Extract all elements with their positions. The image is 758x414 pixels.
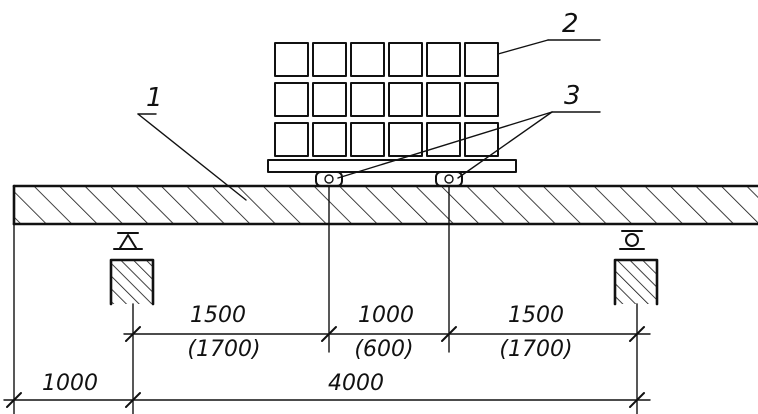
dim-seg-left-alt: (1700) (187, 337, 260, 362)
cargo-box (312, 122, 347, 157)
cargo-box (350, 122, 385, 157)
cargo-box (274, 122, 309, 157)
beam (12, 184, 758, 226)
dim-left-overhang: 1000 (42, 371, 98, 396)
leader-lines (137, 39, 601, 201)
dim-span-total: 4000 (328, 371, 384, 396)
extension-lines (13, 185, 638, 414)
cargo-box (274, 82, 309, 117)
label-wheels: 3 (564, 81, 581, 111)
dimension-lines (3, 326, 651, 408)
cargo-box (426, 82, 461, 117)
wheel-left (315, 171, 343, 187)
cargo-box (426, 42, 461, 77)
support-left (109, 232, 155, 306)
label-beam: 1 (146, 83, 163, 113)
support-right (613, 230, 659, 306)
cargo-box (274, 42, 309, 77)
cargo-box (388, 122, 423, 157)
cargo-box (388, 82, 423, 117)
cargo-box (312, 42, 347, 77)
cargo-platform (267, 159, 517, 173)
cargo-box (312, 82, 347, 117)
wheel-right (435, 171, 463, 187)
cargo-box (464, 82, 499, 117)
cargo-box (350, 82, 385, 117)
label-load: 2 (562, 9, 579, 39)
cargo-box (426, 122, 461, 157)
cargo-box (350, 42, 385, 77)
dim-seg-right-alt: (1700) (499, 337, 572, 362)
dim-seg-right: 1500 (508, 303, 564, 328)
dim-seg-mid-alt: (600) (354, 337, 413, 362)
load-cargo (267, 42, 517, 173)
cargo-box (464, 42, 499, 77)
dim-seg-mid: 1000 (358, 303, 414, 328)
cargo-box (388, 42, 423, 77)
cargo-box (464, 122, 499, 157)
cargo-grid (274, 42, 499, 157)
dim-seg-left: 1500 (190, 303, 246, 328)
